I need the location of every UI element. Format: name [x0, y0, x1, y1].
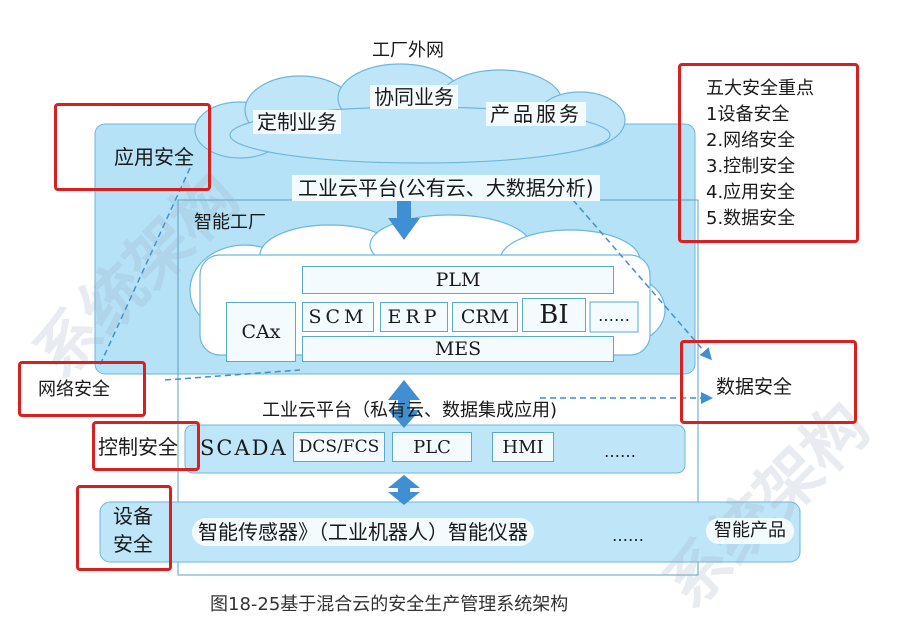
- module-bi: BI: [522, 298, 586, 332]
- factory-external-network-title: 工厂外网: [372, 40, 444, 61]
- control-hmi: HMI: [492, 432, 554, 462]
- app-security-label: 应用安全: [114, 145, 194, 169]
- cloud-item-custom-business: 定制业务: [253, 110, 341, 134]
- module-plm: PLM: [302, 266, 614, 294]
- private-cloud-platform: 工业云平台（私有云、数据集成应用): [262, 400, 558, 421]
- arrow-updown-low: [388, 475, 420, 505]
- key-point-1: 1设备安全: [706, 104, 790, 125]
- module-cax: CAx: [226, 302, 296, 362]
- arrow-down-public: [388, 198, 420, 240]
- figure-caption: 图18-25基于混合云的安全生产管理系统架构: [210, 594, 569, 615]
- network-security-frame: [18, 361, 146, 417]
- public-cloud-platform: 工业云平台(公有云、大数据分析): [292, 175, 600, 201]
- device-row-more: ……: [612, 526, 644, 545]
- cloud-item-product-service: 产品服务: [486, 102, 586, 126]
- key-points-frame: [678, 63, 859, 243]
- key-points-title: 五大安全重点: [706, 78, 814, 99]
- dots-box: [589, 301, 639, 333]
- device-row-smart-product: 智能产品: [706, 518, 794, 544]
- device-security-label-line2: 安全: [113, 532, 153, 556]
- control-security-label: 控制安全: [98, 435, 178, 459]
- device-security-frame: [76, 485, 172, 571]
- line-network: [164, 369, 301, 381]
- cloud-item-collab-business: 协同业务: [370, 85, 458, 109]
- network-security-label: 网络安全: [38, 379, 110, 400]
- app-security-frame: [54, 103, 211, 191]
- control-more: ……: [604, 442, 636, 461]
- control-plc: PLC: [392, 432, 472, 462]
- device-security-label-line1: 设备: [113, 504, 153, 528]
- module-mes: MES: [302, 336, 614, 362]
- control-dcs-fcs: DCS/FCS: [293, 432, 385, 462]
- smart-factory-label: 智能工厂: [194, 212, 266, 233]
- key-point-5: 5.数据安全: [706, 208, 796, 229]
- module-crm: CRM: [452, 302, 518, 332]
- key-point-2: 2.网络安全: [706, 130, 796, 151]
- device-row-main: 智能传感器》（工业机器人）智能仪器: [192, 518, 534, 546]
- line-app: [99, 167, 191, 366]
- module-more: ……: [598, 306, 630, 325]
- key-point-3: 3.控制安全: [706, 156, 796, 177]
- line-data-top: [559, 184, 712, 361]
- control-scada: SCADA: [200, 436, 288, 460]
- key-point-4: 4.应用安全: [706, 182, 796, 203]
- control-security-frame: [92, 421, 200, 471]
- arrow-updown-mid: [388, 380, 420, 428]
- data-security-label: 数据安全: [716, 376, 793, 398]
- data-security-frame: [680, 340, 857, 424]
- module-scm: SCM: [302, 302, 374, 332]
- module-erp: ERP: [380, 302, 448, 332]
